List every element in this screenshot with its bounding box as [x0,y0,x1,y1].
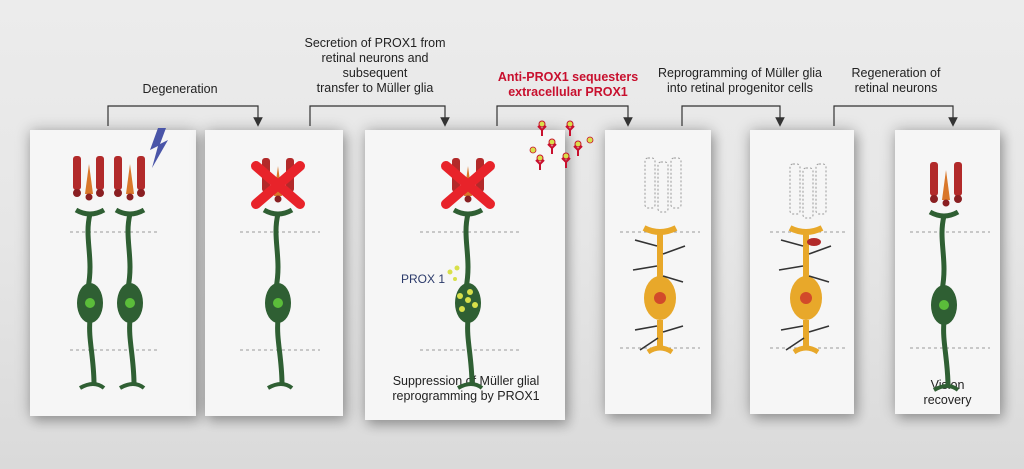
suppression-caption: Suppression of Müller glial reprogrammin… [392,374,540,403]
cross-icon [441,161,495,209]
antibody-cluster [529,120,594,171]
step-label-anti-prox1: Anti-PROX1 sequesters extracellular PROX… [497,70,639,99]
healthy-cells [73,128,168,388]
bracket-reprogramming [681,105,785,127]
prox1-label: PROX 1 [400,272,445,286]
cross-icon [251,161,305,209]
bracket-degeneration [107,105,263,127]
panel-healthy [30,130,196,416]
step-label-reprogramming: Reprogramming of Müller glia into retina… [658,66,822,95]
progenitor-cells-a [633,157,685,352]
lightning-icon [150,128,168,168]
bracket-secretion [309,105,450,127]
step-label-secretion: Secretion of PROX1 from retinal neurons … [304,36,446,95]
bracket-anti-prox1 [496,105,633,127]
regenerated-cells [930,162,962,390]
degeneration-cells [251,158,305,388]
bracket-regeneration [833,105,958,127]
progenitor-cells-b [779,163,831,352]
step-label-degeneration: Degeneration [142,82,218,96]
panel-reprogramming [750,130,854,414]
prox1-transfer-cells [441,158,495,388]
step-label-regeneration: Regeneration of retinal neurons [851,66,941,95]
